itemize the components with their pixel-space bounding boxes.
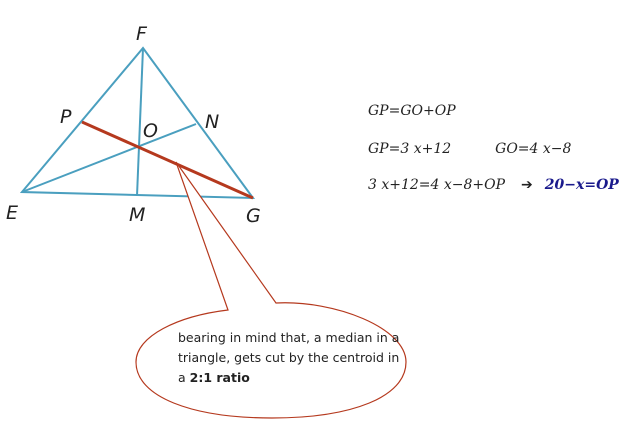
median-gp bbox=[81, 120, 254, 200]
equation-line-1: GP=GO+OP bbox=[368, 103, 456, 119]
label-p: P bbox=[60, 106, 72, 128]
label-m: M bbox=[129, 204, 145, 226]
callout-ratio: 2:1 ratio bbox=[189, 370, 250, 385]
equation-go-value: GO=4 x−8 bbox=[495, 141, 572, 157]
label-f: F bbox=[136, 23, 148, 45]
label-e: E bbox=[6, 202, 18, 224]
arrow-icon: ➔ bbox=[521, 177, 533, 193]
median-fm bbox=[136, 47, 144, 197]
equation-substitution: 3 x+12=4 x−8+OP bbox=[368, 177, 506, 193]
callout-text-main: bearing in mind that, a median in a tria… bbox=[178, 330, 400, 385]
equation-line-3: 3 x+12=4 x−8+OP ➔ 20−x=OP bbox=[368, 177, 619, 193]
equation-gp-sum: GP=GO+OP bbox=[368, 103, 456, 119]
equation-result: 20−x=OP bbox=[544, 177, 619, 193]
callout-bubble bbox=[135, 161, 407, 419]
label-g: G bbox=[246, 205, 261, 227]
equation-gp-value: GP=3 x+12 bbox=[368, 141, 452, 157]
callout-text: bearing in mind that, a median in a tria… bbox=[178, 328, 408, 388]
median-en bbox=[21, 123, 197, 193]
label-o: O bbox=[143, 120, 158, 142]
label-n: N bbox=[205, 111, 219, 133]
equation-line-2: GP=3 x+12 GO=4 x−8 bbox=[368, 141, 571, 157]
